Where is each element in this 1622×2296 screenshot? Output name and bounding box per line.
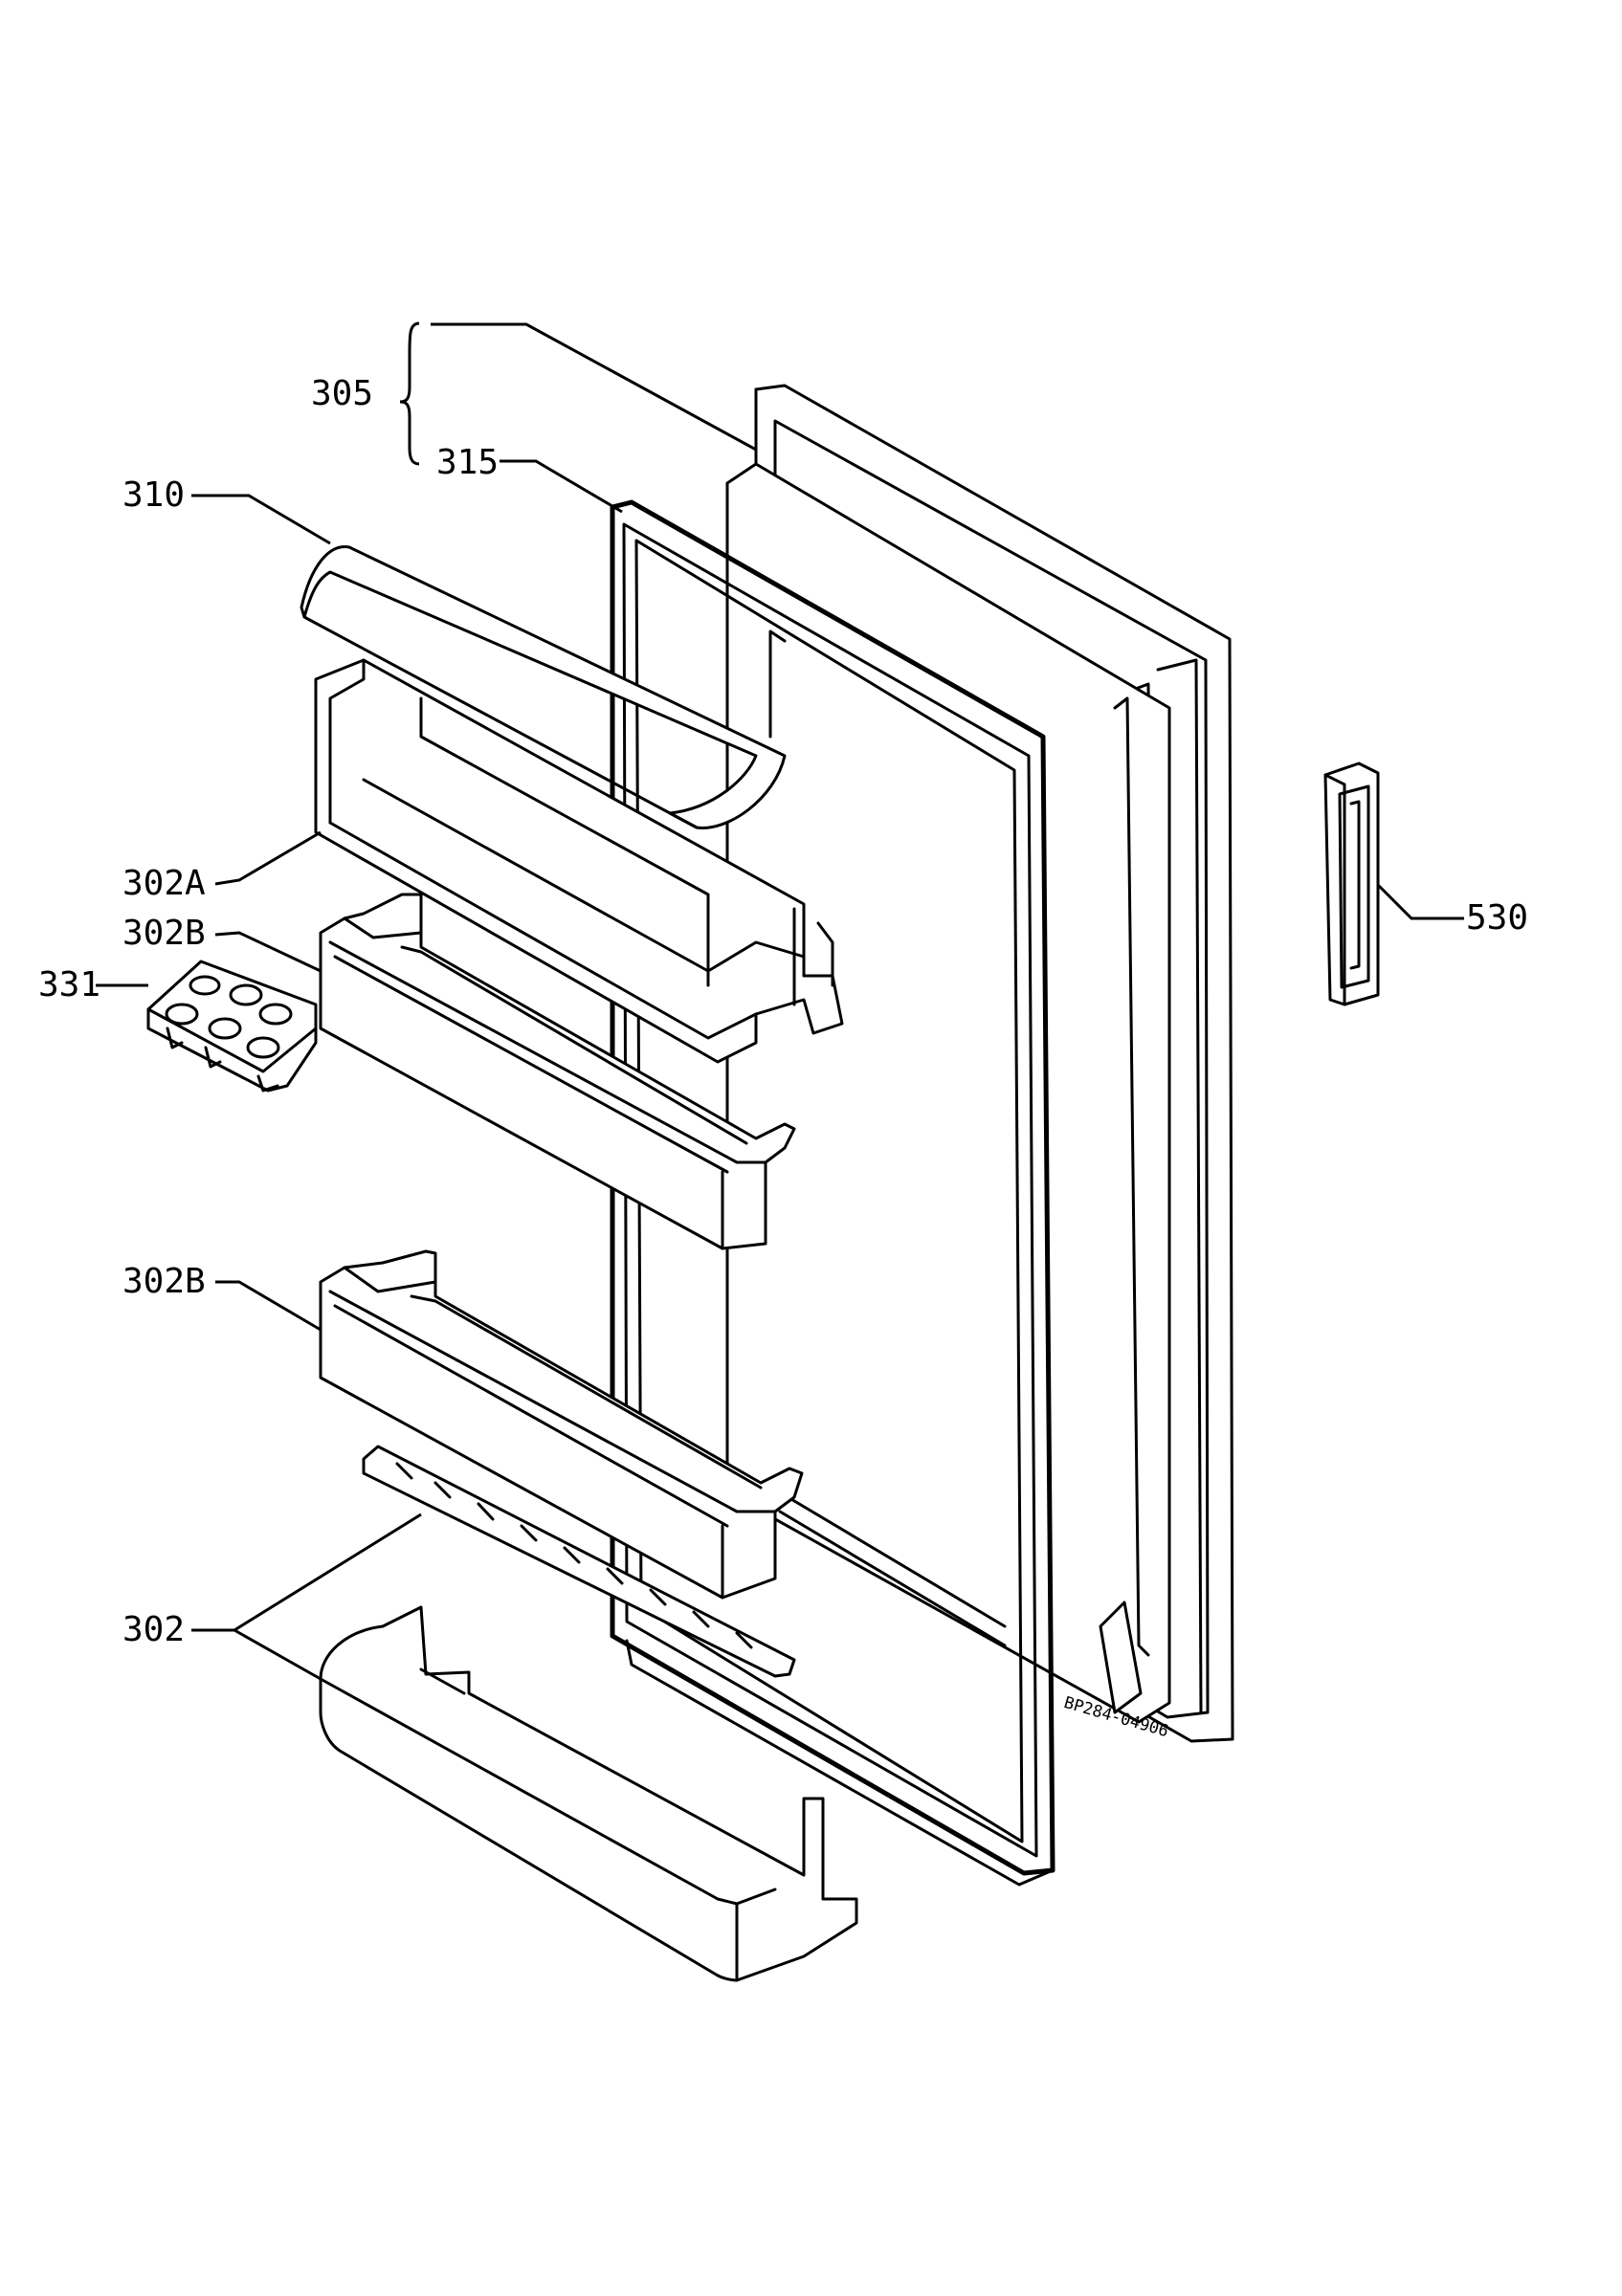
door-liner-lines (768, 629, 1007, 1647)
door-handle-530 (1323, 762, 1380, 1006)
label-305: 305 (311, 374, 374, 413)
leader-305 (431, 322, 757, 452)
leader-302B-upper (214, 931, 322, 973)
leader-315 (500, 459, 623, 514)
leader-302 (191, 1512, 422, 1632)
label-310: 310 (122, 475, 186, 515)
leader-310 (191, 494, 331, 545)
label-331: 331 (38, 965, 101, 1004)
shelf-302A (314, 658, 844, 1064)
shelf-cover-310 (300, 545, 787, 829)
leader-302-bin (233, 1628, 322, 1681)
brace-305 (399, 321, 420, 466)
label-315: 315 (436, 443, 500, 482)
bottle-retainer-rail (362, 1445, 796, 1678)
label-302: 302 (122, 1610, 186, 1649)
bottom-bin-302 (319, 1605, 858, 1982)
leader-530 (1376, 883, 1464, 920)
label-302A: 302A (122, 864, 206, 903)
leader-lines (96, 321, 1464, 1681)
leader-302A (214, 830, 322, 886)
door-frame (725, 384, 1234, 1743)
leader-302B-lower (215, 1280, 322, 1332)
shelf-302B-lower (319, 1249, 804, 1600)
door-gasket (610, 499, 1055, 1887)
shelf-302B-upper (319, 893, 796, 1250)
egg-tray-331 (146, 960, 318, 1093)
label-302B-lower: 302B (122, 1262, 206, 1301)
label-530: 530 (1466, 898, 1529, 938)
label-302B-upper: 302B (122, 914, 206, 953)
